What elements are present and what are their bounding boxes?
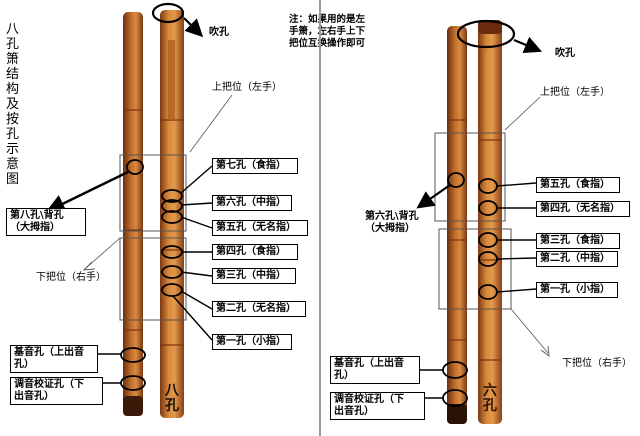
left-hole-2-label: 第二孔（无名指） — [212, 301, 306, 317]
left-tuning-hole-label: 调音校证孔（下 出音孔） — [10, 377, 103, 405]
right-flute-back-end — [447, 404, 467, 424]
left-hole-7-label: 第七孔（食指） — [212, 158, 298, 174]
left-hole-6-label: 第六孔（中指） — [212, 195, 292, 211]
left-lower-position-frame — [119, 237, 187, 321]
left-flute-engraving — [168, 40, 175, 120]
right-tuning-hole-line2: 出音孔） — [334, 406, 374, 417]
left-blow-hole-label: 吹孔 — [209, 27, 229, 38]
right-fundamental-hole-line1: 基音孔（上出音 — [334, 358, 404, 369]
left-blow-hole-pointer — [183, 17, 204, 38]
left-lower-position-arrowhead — [82, 261, 96, 271]
right-flute-engraved-name: 六孔 — [483, 383, 497, 414]
right-flute-front — [478, 20, 502, 424]
left-flute-engraved-name: 八孔 — [165, 383, 179, 414]
right-hole-2-label: 第二孔（中指） — [536, 251, 618, 267]
left-back-hole-line1: 第八孔\背孔 — [10, 210, 64, 221]
left-back-hole-line2: （大拇指） — [10, 222, 60, 233]
right-blow-hole-ring — [456, 19, 516, 49]
right-flute-nodes — [447, 119, 502, 361]
left-upper-position-label: 上把位（左手） — [212, 82, 282, 93]
left-back-hole-arrow — [45, 170, 129, 213]
left-flute-back — [123, 12, 143, 416]
handedness-note: 注：如果用的是左手箫，左右手上下把位互换操作即可 — [289, 14, 366, 49]
right-back-hole-line1: 第六孔\背孔 — [365, 211, 419, 222]
panel-divider — [319, 0, 321, 436]
left-tuning-hole-line1: 调音校证孔（下 — [14, 379, 84, 390]
left-blow-hole-ring — [151, 2, 185, 24]
left-fundamental-hole-line2: 孔） — [14, 359, 34, 370]
right-lower-position-label: 下把位（右手） — [562, 358, 632, 369]
left-hole-1-label: 第一孔（小指） — [212, 334, 292, 350]
right-fundamental-hole-line2: 孔） — [334, 370, 354, 381]
left-fundamental-hole-label: 基音孔（上出音 孔） — [10, 345, 98, 373]
right-blow-hole-pointer — [513, 36, 543, 54]
right-upper-position-label: 上把位（左手） — [540, 87, 610, 98]
right-hole-1-label: 第一孔（小指） — [536, 282, 618, 298]
left-hole-4-label: 第四孔（食指） — [212, 244, 298, 260]
right-flute-head — [478, 20, 502, 34]
right-lower-position-frame — [438, 228, 512, 310]
right-hole-3-label: 第三孔（食指） — [536, 233, 620, 249]
right-flute-back — [447, 26, 467, 424]
left-flute-front — [160, 10, 184, 418]
left-leader-lines — [85, 94, 233, 384]
right-upper-position-frame — [434, 132, 506, 222]
right-leader-lines — [420, 96, 549, 399]
right-tuning-hole-line1: 调音校证孔（下 — [334, 394, 404, 405]
left-back-hole-label: 第八孔\背孔 （大拇指） — [6, 208, 86, 236]
left-tuning-hole-line2: 出音孔） — [14, 391, 54, 402]
right-hole-4-label: 第四孔（无名指） — [536, 201, 630, 217]
right-back-hole-line2: （大拇指） — [365, 223, 415, 234]
right-hole-5-label: 第五孔（食指） — [536, 177, 620, 193]
right-back-hole-arrow — [416, 184, 451, 209]
left-upper-position-frame — [119, 154, 187, 232]
right-blow-hole-label: 吹孔 — [555, 48, 575, 59]
left-hole-3-label: 第三孔（中指） — [212, 268, 296, 284]
left-diagram-title: 八孔箫结构及按孔示意图 — [6, 22, 20, 187]
left-flute-back-end — [123, 396, 143, 416]
left-fundamental-hole-line1: 基音孔（上出音 — [14, 347, 84, 358]
right-back-hole-label: 第六孔\背孔 （大拇指） — [362, 210, 442, 238]
right-tuning-hole-label: 调音校证孔（下 出音孔） — [330, 392, 425, 420]
right-fundamental-hole-label: 基音孔（上出音 孔） — [330, 356, 420, 384]
left-hole-5-label: 第五孔（无名指） — [212, 220, 308, 236]
left-hole-rings — [120, 159, 183, 391]
left-lower-position-label: 下把位（右手） — [36, 272, 106, 283]
right-lower-position-arrowhead — [540, 345, 550, 357]
